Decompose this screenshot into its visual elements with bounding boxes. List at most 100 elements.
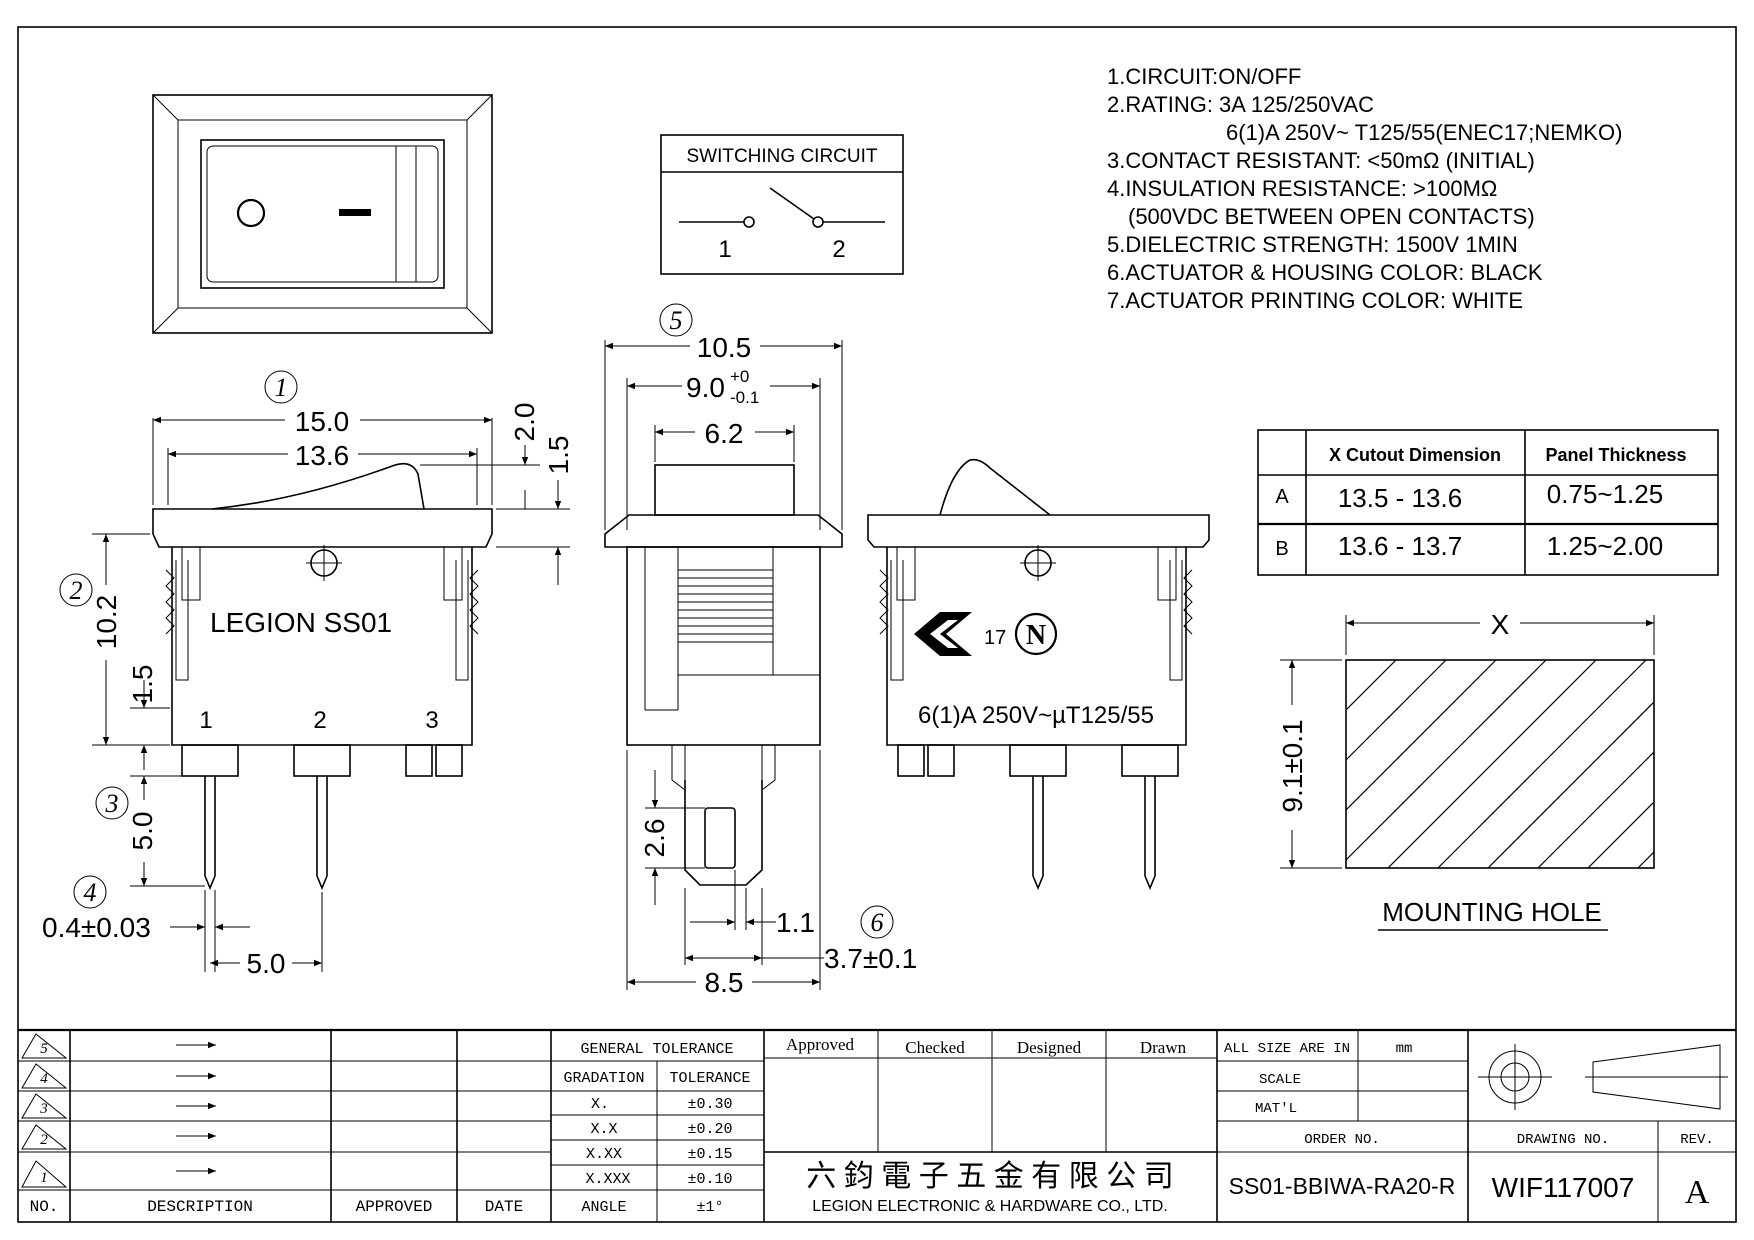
mounting-hole-x: X xyxy=(1491,609,1510,640)
dim-end-10-5: 10.5 xyxy=(697,332,752,363)
dim-width-15: 15.0 xyxy=(295,406,350,437)
spec-rating-enec: 6(1)A 250V~ T125/55(ENEC17;NEMKO) xyxy=(1226,120,1622,145)
dim-end-9-0-tol-lower: -0.1 xyxy=(730,388,759,407)
all-size-label: ALL SIZE ARE IN xyxy=(1224,1041,1350,1057)
matl-label: MAT'L xyxy=(1255,1101,1297,1117)
nemko-letter: N xyxy=(1026,620,1046,651)
enec-mark-icon xyxy=(914,612,972,656)
dim-pin-width: 0.4±0.03 xyxy=(42,912,151,943)
dim-end-1-1: 1.1 xyxy=(776,907,815,938)
tolerance-row-4-grade: X.XXX xyxy=(585,1171,630,1188)
title-block: 5 4 3 2 1 NO. DESCRIPTION APPROVED DATE xyxy=(18,1028,1736,1222)
spec-printing-color: 7.ACTUATOR PRINTING COLOR: WHITE xyxy=(1107,288,1523,313)
scale-label: SCALE xyxy=(1259,1072,1301,1088)
drawing-value: WIF117007 xyxy=(1492,1172,1635,1203)
signoff-checked: Checked xyxy=(905,1038,965,1057)
dim-1-5-bottom: 1.5 xyxy=(127,665,158,704)
terminal-1-label: 1 xyxy=(718,236,731,263)
drawing-label: DRAWING NO. xyxy=(1517,1132,1609,1148)
dim-2-0: 2.0 xyxy=(509,403,540,442)
tolerance-row-4-value: ±0.10 xyxy=(687,1171,732,1188)
company-name-en: LEGION ELECTRONIC & HARDWARE CO., LTD. xyxy=(812,1198,1168,1215)
front-view xyxy=(152,94,493,334)
callout-1: 1 xyxy=(275,373,288,402)
dim-end-6-2: 6.2 xyxy=(705,418,744,449)
dim-pitch: 5.0 xyxy=(247,948,286,979)
pin-1-label: 1 xyxy=(199,707,212,734)
spec-rating: 2.RATING: 3A 125/250VAC xyxy=(1107,92,1374,117)
company-name-cn: 六 鈞 電 子 五 金 有 限 公 司 xyxy=(806,1160,1174,1193)
tolerance-row-5-grade: ANGLE xyxy=(581,1199,626,1216)
signoff-approved: Approved xyxy=(786,1035,854,1054)
switching-circuit-title: SWITCHING CIRCUIT xyxy=(686,146,877,167)
callout-6: 6 xyxy=(871,908,884,937)
dim-1-5-top: 1.5 xyxy=(543,436,574,475)
signoff-designed: Designed xyxy=(1017,1038,1082,1057)
off-symbol-icon xyxy=(236,198,266,228)
cutout-table: X Cutout Dimension Panel Thickness A 13.… xyxy=(1257,429,1719,576)
cutout-header-x: X Cutout Dimension xyxy=(1329,445,1501,465)
revision-4: 4 xyxy=(40,1071,48,1087)
spec-circuit: 1.CIRCUIT:ON/OFF xyxy=(1107,64,1301,89)
rev-header-date: DATE xyxy=(485,1198,523,1216)
tolerance-row-1-grade: X. xyxy=(591,1096,609,1113)
back-view: 17 N 6(1)A 250V~µT125/55 xyxy=(867,458,1210,891)
dim-end-9-0-tol-upper: +0 xyxy=(730,367,749,386)
pin-3-label: 3 xyxy=(425,707,438,734)
mounting-hole: X 9.1±0.1 MOUNTING HOLE xyxy=(1277,609,1655,931)
tolerance-row-1-value: ±0.30 xyxy=(687,1096,732,1113)
rev-header-description: DESCRIPTION xyxy=(147,1198,253,1216)
dim-end-2-6: 2.6 xyxy=(639,819,670,858)
side-view: LEGION SS01 1 2 3 15.0 13.6 2.0 1.5 xyxy=(42,403,574,979)
tolerance-row-5-value: ±1° xyxy=(696,1199,723,1216)
pin-2-label: 2 xyxy=(313,707,326,734)
callout-4: 4 xyxy=(84,878,97,907)
dim-end-3-7: 3.7±0.1 xyxy=(824,943,917,974)
tolerance-col-tolerance: TOLERANCE xyxy=(669,1070,750,1087)
tolerance-row-3-value: ±0.15 xyxy=(687,1146,732,1163)
sheet-border xyxy=(17,26,1737,1223)
tolerance-row-2-value: ±0.20 xyxy=(687,1121,732,1138)
mounting-hole-caption: MOUNTING HOLE xyxy=(1382,897,1602,927)
tolerance-row-3-grade: X.XX xyxy=(586,1146,622,1163)
rev-value: A xyxy=(1685,1174,1710,1211)
dim-end-8-5: 8.5 xyxy=(705,967,744,998)
rev-header-approved: APPROVED xyxy=(356,1198,433,1216)
side-view-label: LEGION SS01 xyxy=(210,607,392,638)
tolerance-col-gradation: GRADATION xyxy=(563,1070,644,1087)
spec-list: 1.CIRCUIT:ON/OFF 2.RATING: 3A 125/250VAC… xyxy=(1107,64,1622,313)
spec-color: 6.ACTUATOR & HOUSING COLOR: BLACK xyxy=(1107,260,1543,285)
dim-end-9-0: 9.0 xyxy=(686,372,725,403)
dim-width-13-6: 13.6 xyxy=(295,440,350,471)
cutout-header-thickness: Panel Thickness xyxy=(1545,445,1686,465)
cutout-row-a-thickness: 0.75~1.25 xyxy=(1547,479,1663,509)
order-value: SS01-BBIWA-RA20-R xyxy=(1229,1173,1456,1199)
spec-insulation: 4.INSULATION RESISTANCE: >100MΩ xyxy=(1107,176,1497,201)
mounting-hole-height: 9.1±0.1 xyxy=(1277,719,1308,812)
order-label: ORDER NO. xyxy=(1304,1132,1380,1148)
revision-2: 2 xyxy=(40,1132,48,1148)
cutout-row-b-x: 13.6 - 13.7 xyxy=(1338,531,1462,561)
spec-insulation-note: (500VDC BETWEEN OPEN CONTACTS) xyxy=(1128,204,1535,229)
callouts: 1 2 3 4 5 6 xyxy=(59,303,894,939)
switching-circuit: SWITCHING CIRCUIT 1 2 xyxy=(660,134,904,275)
revision-5: 5 xyxy=(40,1041,48,1057)
revision-1: 1 xyxy=(40,1170,48,1186)
cutout-row-a-label: A xyxy=(1275,486,1289,508)
spec-contact-resistance: 3.CONTACT RESISTANT: <50mΩ (INITIAL) xyxy=(1107,148,1535,173)
all-size-unit: mm xyxy=(1396,1041,1413,1057)
revision-3: 3 xyxy=(39,1101,48,1117)
rev-label: REV. xyxy=(1680,1132,1714,1148)
cutout-row-a-x: 13.5 - 13.6 xyxy=(1338,483,1462,513)
spec-dielectric: 5.DIELECTRIC STRENGTH: 1500V 1MIN xyxy=(1107,232,1518,257)
terminal-2-label: 2 xyxy=(832,236,845,263)
nemko-mark-icon xyxy=(1014,612,1058,656)
signoff-drawn: Drawn xyxy=(1140,1038,1187,1057)
callout-2: 2 xyxy=(70,576,83,605)
tolerance-row-2-grade: X.X xyxy=(590,1121,617,1138)
dim-pin-length: 5.0 xyxy=(127,812,158,851)
tolerance-title: GENERAL TOLERANCE xyxy=(580,1041,733,1058)
end-view: 10.5 9.0 +0 -0.1 6.2 2.6 1.1 3.7±0.1 xyxy=(604,332,917,998)
back-rating-label: 6(1)A 250V~µT125/55 xyxy=(918,702,1154,729)
